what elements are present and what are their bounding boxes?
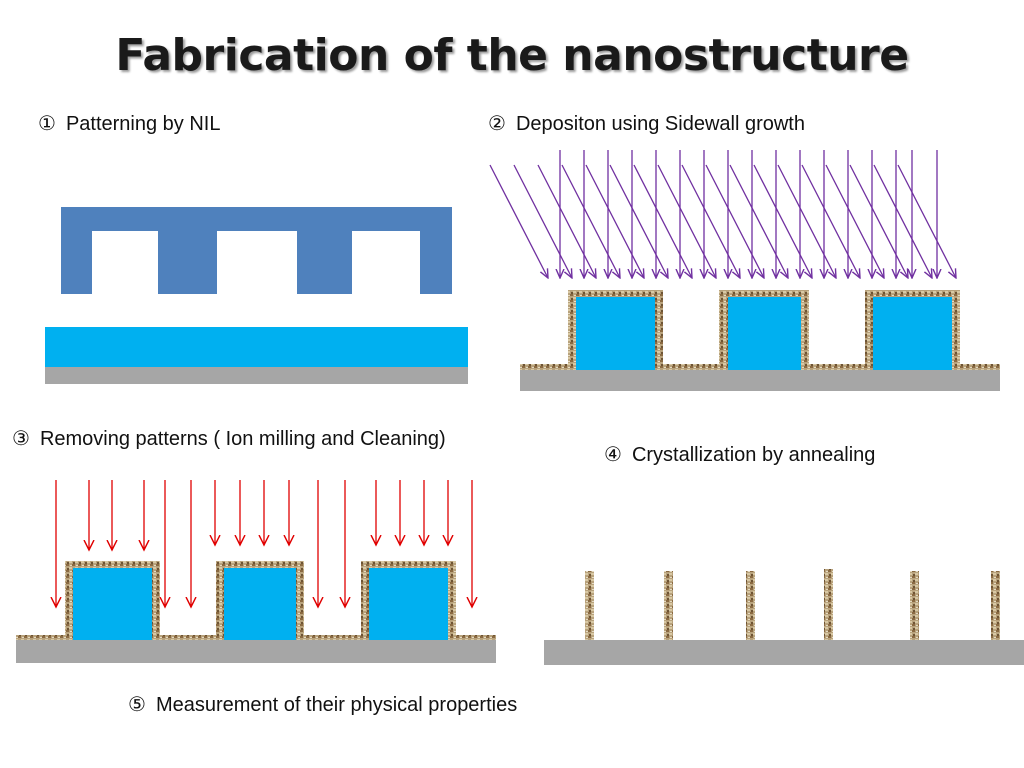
nanowall-2 (664, 571, 673, 640)
deposition-arrow (561, 164, 620, 278)
step-1-text: Patterning by NIL (65, 113, 221, 135)
milling-arrows (56, 480, 472, 607)
deposition-arrow (489, 164, 548, 278)
substrate (45, 367, 468, 384)
deposition-arrow (729, 164, 788, 278)
deposition-arrow (777, 164, 836, 278)
panel-3-milling (16, 480, 496, 663)
step-4-text: Crystallization by annealing (631, 444, 876, 466)
deposition-arrows (489, 150, 956, 278)
resist-pillar-3 (873, 297, 952, 370)
step-2-number: ② (488, 111, 506, 135)
panel-4-annealing (544, 569, 1024, 665)
step-1-number: ① (38, 111, 56, 135)
slide-title: Fabrication of the nanostructure (115, 30, 909, 81)
step-4-number: ④ (604, 442, 622, 466)
panel-2-deposition (489, 150, 1000, 391)
deposition-arrow (753, 164, 812, 278)
step-3-text: Removing patterns ( Ion milling and Clea… (39, 428, 446, 450)
substrate (16, 640, 496, 663)
nil-mold (61, 207, 452, 294)
deposition-arrow (585, 164, 644, 278)
resist-pillar-3 (369, 568, 448, 640)
deposition-arrow (681, 164, 740, 278)
substrate (544, 640, 1024, 665)
deposition-arrow (537, 164, 596, 278)
deposition-arrow (633, 164, 692, 278)
step-3-label: ③ Removing patterns ( Ion milling and Cle… (12, 426, 446, 451)
deposition-arrow (849, 164, 908, 278)
step-2-text: Depositon using Sidewall growth (515, 113, 805, 135)
panel-1-nil (45, 207, 468, 384)
nanowall-3 (746, 571, 755, 640)
nanowall-1 (585, 571, 594, 640)
deposition-arrow (801, 164, 860, 278)
step-5-text: Measurement of their physical properties (155, 694, 518, 716)
step-5-number: ⑤ (128, 692, 146, 716)
deposition-arrow (609, 164, 668, 278)
deposition-arrow (513, 164, 572, 278)
deposition-arrow (657, 164, 716, 278)
step-5-label: ⑤ Measurement of their physical propertie… (128, 692, 517, 717)
step-2-label: ② Depositon using Sidewall growth (488, 111, 805, 136)
nanowall-4 (824, 569, 833, 640)
deposition-arrow (873, 164, 932, 278)
resist-pillar-2 (728, 297, 801, 370)
nanowall-5 (910, 571, 919, 640)
resist-pillar-1 (73, 568, 152, 640)
deposition-arrow (897, 164, 956, 278)
step-3-number: ③ (12, 426, 30, 450)
resist-pillar-2 (224, 568, 296, 640)
deposition-arrow (825, 164, 884, 278)
resist-layer (45, 327, 468, 367)
step-4-label: ④ Crystallization by annealing (604, 442, 875, 467)
step-1-label: ① Patterning by NIL (38, 111, 220, 136)
resist-pillar-1 (576, 297, 655, 370)
substrate (520, 370, 1000, 391)
deposition-arrow (705, 164, 764, 278)
nanowall-6 (991, 571, 1000, 640)
